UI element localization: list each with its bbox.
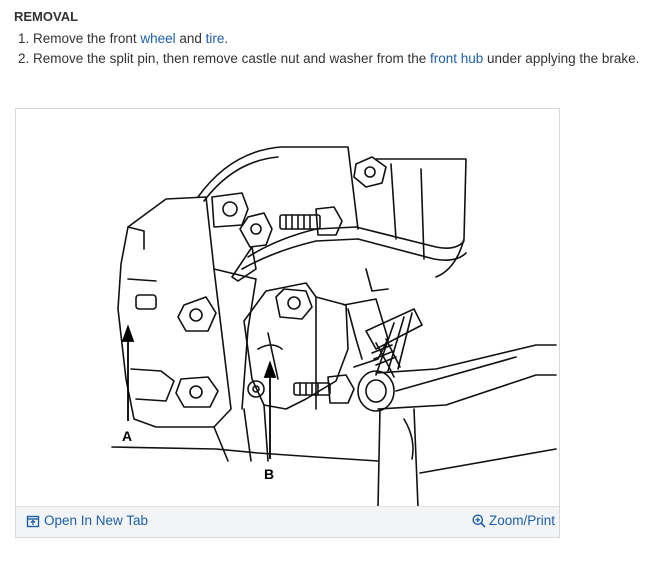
step-1-text-before: Remove the front <box>33 31 141 46</box>
step-2-text-before: Remove the split pin, then remove castle… <box>33 51 430 66</box>
front-hub-link[interactable]: front hub <box>429 51 484 66</box>
step-1-number: 1. <box>18 31 30 46</box>
removal-steps: 1. Remove the front wheel and tire. 2. R… <box>18 29 659 69</box>
step-2-text-after: under applying the brake. <box>483 51 640 66</box>
open-new-tab-icon <box>26 514 40 528</box>
figure-container: A B Open In New Tab Zoom/Print <box>15 108 560 538</box>
tire-link[interactable]: tire <box>205 31 225 46</box>
step-1-text-mid: and <box>175 31 206 46</box>
open-in-new-tab-button[interactable]: Open In New Tab <box>26 513 148 528</box>
figure-toolbar: Open In New Tab Zoom/Print <box>16 506 559 537</box>
wheel-link[interactable]: wheel <box>140 31 176 46</box>
step-2-number: 2. <box>18 51 30 66</box>
step-2: 2. Remove the split pin, then remove cas… <box>18 49 659 69</box>
figure-label-b: B <box>264 466 274 482</box>
zoom-print-label: Zoom/Print <box>488 513 555 528</box>
brake-caliper-illustration[interactable]: A B <box>16 109 559 507</box>
step-1: 1. Remove the front wheel and tire. <box>18 29 659 49</box>
step-1-text-after: . <box>224 31 229 46</box>
zoom-in-icon <box>472 514 486 528</box>
open-in-new-tab-label: Open In New Tab <box>44 513 149 528</box>
figure-label-a: A <box>122 428 132 444</box>
zoom-print-button[interactable]: Zoom/Print <box>472 513 555 528</box>
section-heading: REMOVAL <box>14 9 79 24</box>
